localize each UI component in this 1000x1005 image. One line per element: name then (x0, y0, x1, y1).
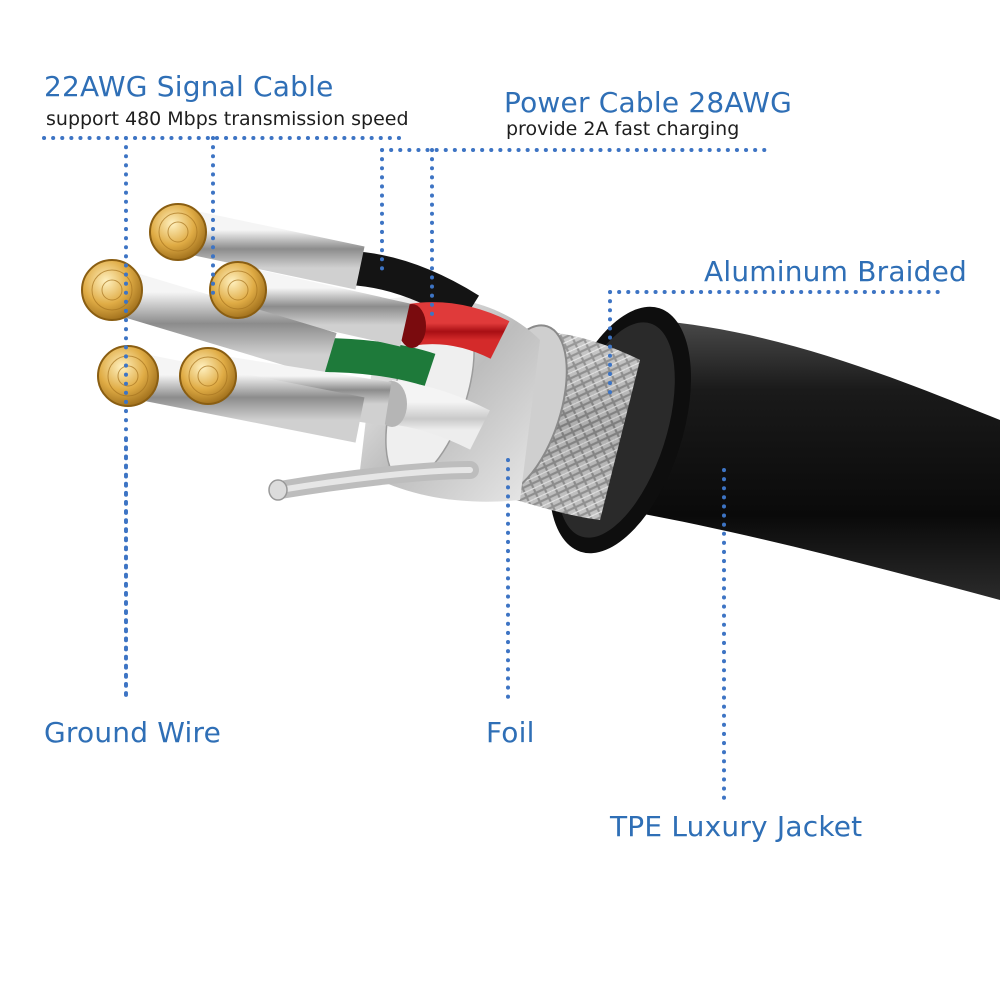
tpe-jacket-title: TPE Luxury Jacket (610, 810, 863, 843)
signal-cable-subtitle: support 480 Mbps transmission speed (46, 108, 409, 130)
power-wire-black (348, 251, 480, 325)
leader-signal-cable (42, 136, 402, 702)
signal-wire-green (319, 338, 436, 387)
power-cable-subtitle: provide 2A fast charging (506, 118, 740, 140)
ground-wire-title: Ground Wire (44, 716, 222, 749)
power-cable-title: Power Cable 28AWG (504, 86, 792, 119)
conductor-strands (113, 208, 410, 443)
ground-wire (268, 461, 479, 501)
leader-aluminum-braided (608, 290, 945, 402)
aluminum-braided-title: Aluminum Braided (704, 255, 968, 288)
signal-cable-title: 22AWG Signal Cable (44, 70, 334, 103)
gold-conductor-ends (81, 203, 267, 407)
leader-power-cable (380, 148, 767, 322)
foil-title: Foil (486, 716, 535, 749)
